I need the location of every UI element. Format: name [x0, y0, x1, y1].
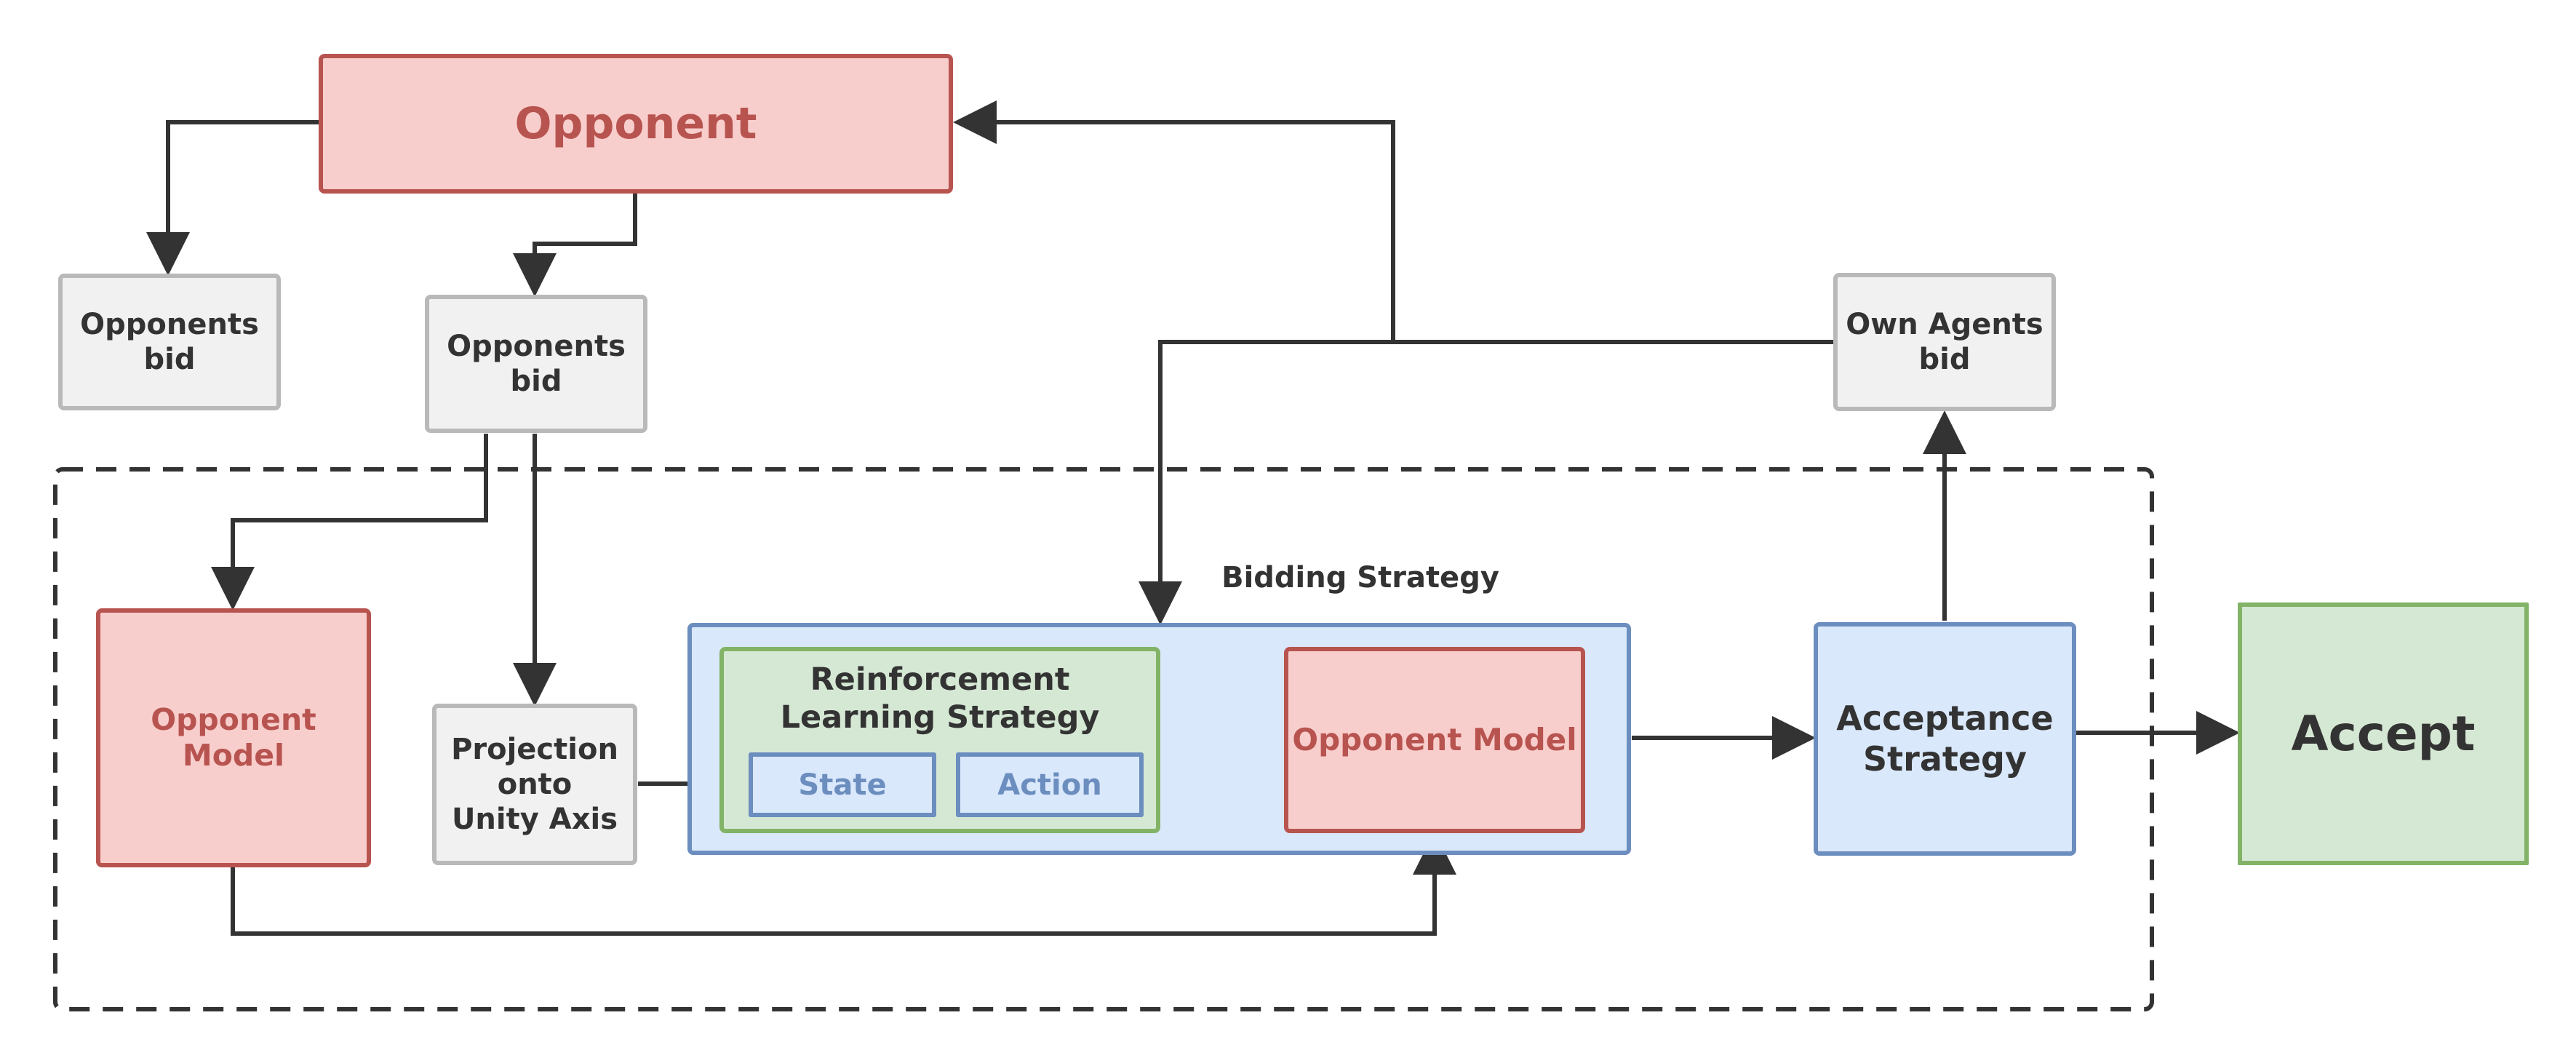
node-accept-label: Accept: [2291, 705, 2476, 762]
node-opponents-bid-mid-label: Opponents bid: [447, 330, 626, 398]
node-opponent-model-inner-label: Opponent Model: [1292, 721, 1577, 757]
edge-opponents-bid-to-opponent-model: [211, 434, 488, 610]
node-opponent: Opponent: [319, 54, 953, 194]
node-action-label: Action: [997, 768, 1102, 802]
node-projection-label: Projection onto Unity Axis: [451, 733, 618, 836]
node-opponent-model-left-label: Opponent Model: [151, 701, 316, 773]
node-state: State: [749, 752, 936, 817]
node-opponent-model-inner: Opponent Model: [1284, 647, 1585, 833]
node-opponents-bid-left-label: Opponents bid: [80, 308, 259, 376]
node-acceptance-strategy: Acceptance Strategy: [1814, 622, 2076, 856]
edge-opponent-to-opponents-bid-left: [146, 120, 319, 276]
node-rl-strategy-label: Reinforcement Learning Strategy: [780, 661, 1100, 736]
node-acceptance-strategy-label: Acceptance Strategy: [1836, 699, 2054, 779]
node-opponent-label: Opponent: [514, 98, 757, 149]
node-projection: Projection onto Unity Axis: [432, 704, 637, 865]
node-rl-strategy: Reinforcement Learning Strategy: [719, 647, 1160, 833]
edge-opponent-to-opponents-bid-mid: [513, 194, 637, 297]
node-own-agents-bid-label: Own Agents bid: [1846, 308, 2043, 376]
node-state-label: State: [798, 768, 887, 802]
node-opponent-model-left: Opponent Model: [96, 608, 371, 867]
node-opponents-bid-mid: Opponents bid: [425, 295, 647, 433]
node-accept: Accept: [2238, 602, 2529, 865]
node-opponents-bid-left: Opponents bid: [58, 274, 281, 410]
node-own-agents-bid: Own Agents bid: [1833, 273, 2056, 411]
edge-own-agents-bid-to-opponent: [953, 100, 1833, 344]
edge-own-agents-bid-to-bidding-strategy: [1139, 340, 1393, 625]
node-action: Action: [956, 752, 1144, 817]
edge-opponent-model-left-to-inner: [231, 831, 1456, 936]
bidding-strategy-container: [53, 467, 2154, 1011]
bidding-strategy-title: Bidding Strategy: [1221, 561, 1499, 594]
